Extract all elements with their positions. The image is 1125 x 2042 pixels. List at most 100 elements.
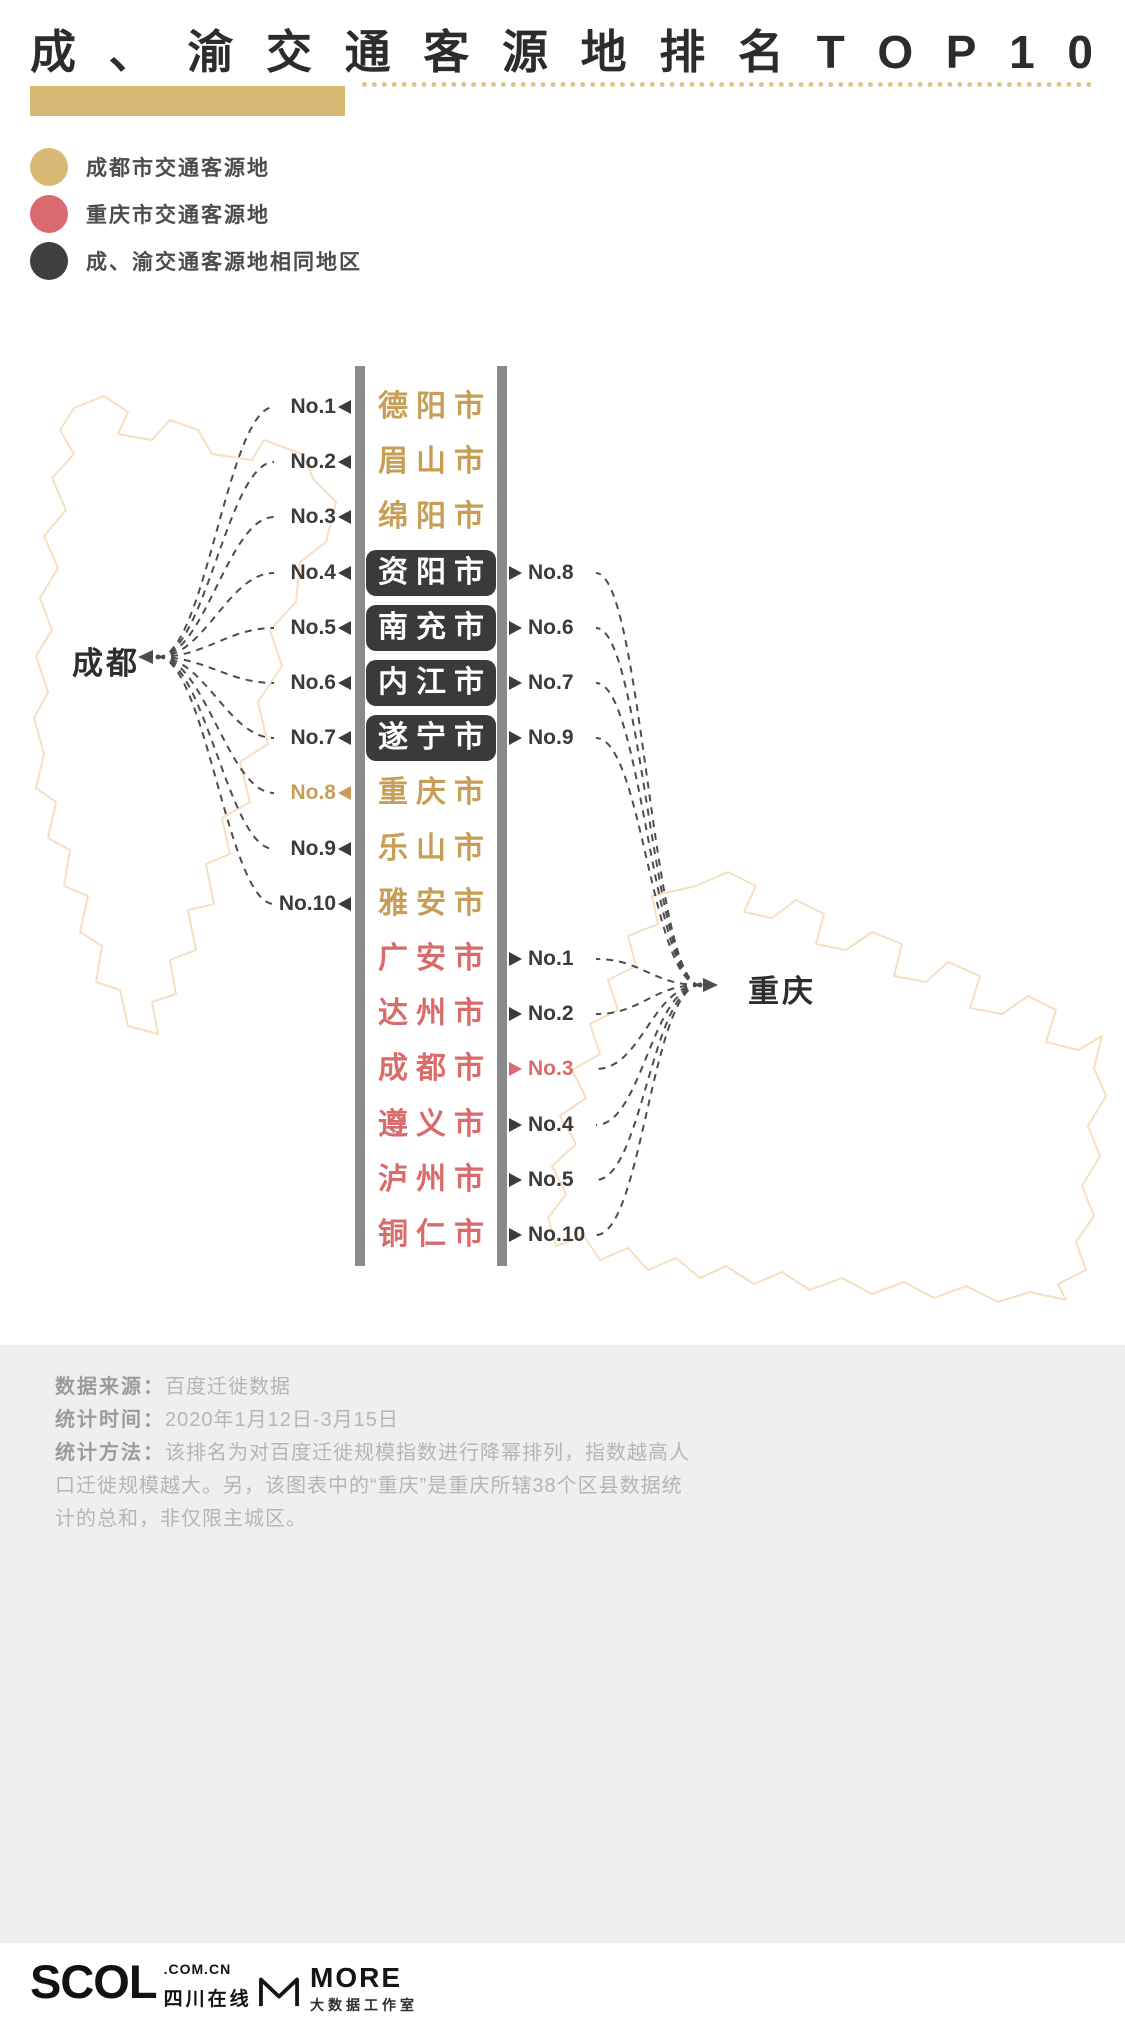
sichuan-map-outline [33,395,337,1035]
left-arrow-icon [338,621,351,635]
right-rank-label: No.9 [528,726,574,749]
footer-notes: 数据来源：百度迁徙数据 统计时间：2020年1月12日-3月15日 统计方法：该… [55,1371,700,1536]
right-rank-label: No.2 [528,1002,574,1025]
left-rank-label: No.9 [290,837,336,860]
left-arrow-icon [338,455,351,469]
city-name: 雅安市 [378,887,492,920]
title-char: 、 [108,26,155,78]
title-char: 名 [737,26,784,78]
title-char: O [877,26,914,78]
left-rank-label: No.4 [290,561,336,584]
left-rank-label: No.10 [278,892,336,915]
chongqing-hub-arrow-icon [703,978,718,992]
left-arrow-icon [338,842,351,856]
legend: 成都市交通客源地 重庆市交通客源地 成、渝交通客源地相同地区 [30,148,362,289]
stat-time-value: 2020年1月12日-3月15日 [165,1409,399,1431]
right-rank-label: No.10 [528,1223,586,1246]
right-arrow-icon [509,952,522,966]
city-name: 德阳市 [378,390,492,423]
city-name: 眉山市 [378,445,492,478]
left-arrow-icon [338,786,351,800]
legend-label: 重庆市交通客源地 [86,204,270,227]
right-arrow-icon [509,1228,522,1242]
city-name: 资阳市 [366,550,496,596]
left-rank-label: No.1 [290,395,336,418]
title-char: 成 [30,26,76,78]
title-char: 1 [1009,26,1035,78]
legend-label: 成都市交通客源地 [86,157,270,180]
more-wordmark: MORE [310,1962,402,1993]
left-rail [355,366,365,1266]
city-row: 达州市 No.2 [0,991,1125,1037]
data-source-label: 数据来源： [55,1376,165,1398]
data-source-line: 数据来源：百度迁徙数据 [55,1371,700,1404]
city-name: 泸州市 [378,1163,492,1196]
left-arrow-icon [338,400,351,414]
city-row: 铜仁市 No.10 [0,1212,1125,1258]
more-subtitle: 大数据工作室 [310,1997,418,2013]
right-rank-label: No.3 [528,1057,574,1080]
title-char: 通 [344,26,391,78]
city-row: 雅安市 No.10 [0,881,1125,927]
left-rank-label: No.7 [290,726,336,749]
city-name: 遂宁市 [366,715,496,761]
right-arrow-icon [509,731,522,745]
city-name: 南充市 [366,605,496,651]
title-char: 客 [423,26,470,78]
scol-sub-block: .COM.CN 四川在线 [164,1958,252,2011]
right-rank-label: No.7 [528,671,574,694]
title-char: 交 [265,26,312,78]
footer-panel: 数据来源：百度迁徙数据 统计时间：2020年1月12日-3月15日 统计方法：该… [0,1345,1125,1943]
right-rail [497,366,507,1266]
title-char: 地 [580,26,627,78]
left-rank-label: No.8 [290,781,336,804]
city-row: 德阳市 No.1 [0,384,1125,430]
right-arrow-icon [509,1007,522,1021]
title-char: P [945,26,977,78]
data-source-value: 百度迁徙数据 [165,1376,291,1398]
scol-site-name: 四川在线 [163,1989,252,2010]
left-arrow-icon [338,676,351,690]
title-char: 渝 [187,26,234,78]
title-char: 排 [659,26,706,78]
right-rank-label: No.8 [528,561,574,584]
stat-method-value: 该排名为对百度迁徙规模指数进行降幂排列，指数越高人口迁徙规模越大。另，该图表中的… [55,1442,690,1530]
left-rank-label: No.2 [290,450,336,473]
more-logo: MORE 大数据工作室 [258,1964,418,2015]
right-rank-label: No.5 [528,1168,574,1191]
chongqing-map-outline [547,871,1107,1303]
city-name: 铜仁市 [378,1218,492,1251]
right-arrow-icon [509,566,522,580]
chengdu-hub-label: 成都 [72,646,140,681]
city-row: 资阳市 No.4 No.8 [0,550,1125,596]
stat-method-label: 统计方法： [55,1442,165,1464]
city-name: 达州市 [378,997,492,1030]
dotted-divider [362,82,1092,87]
right-arrow-icon [509,621,522,635]
more-text-block: MORE 大数据工作室 [310,1964,418,2015]
right-arrow-icon [509,1173,522,1187]
chongqing-dot-icon [30,195,68,233]
chengdu-dot-icon [30,148,68,186]
city-name: 内江市 [366,660,496,706]
stat-method-line: 统计方法：该排名为对百度迁徙规模指数进行降幂排列，指数越高人口迁徙规模越大。另，… [55,1437,700,1536]
city-row: 眉山市 No.2 [0,439,1125,485]
stat-time-label: 统计时间： [55,1409,165,1431]
right-arrow-icon [509,676,522,690]
title-char: 源 [501,26,548,78]
right-rank-label: No.6 [528,616,574,639]
left-arrow-icon [338,566,351,580]
city-row: 泸州市 No.5 [0,1157,1125,1203]
